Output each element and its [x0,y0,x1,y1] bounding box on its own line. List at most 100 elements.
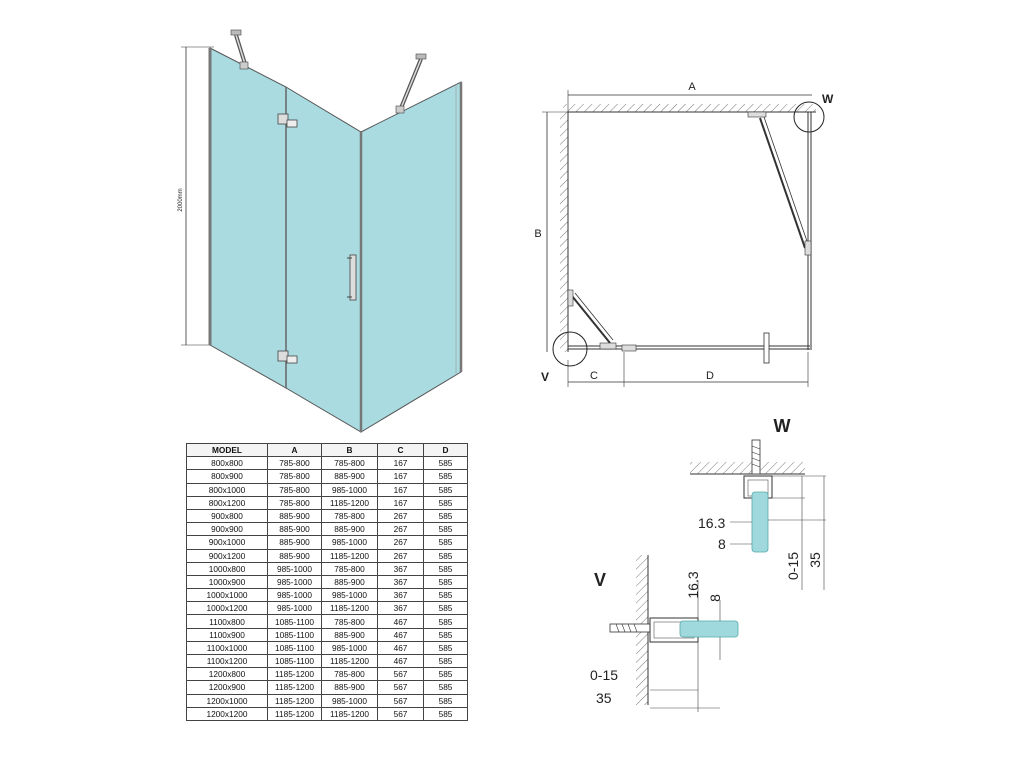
table-cell: 585 [423,640,468,656]
table-cell: 585 [423,456,468,471]
table-cell: 167 [377,495,424,510]
header-b: B [321,442,378,458]
table-cell: 467 [377,614,424,629]
table-cell: 585 [423,482,468,497]
table-cell: 1000x800 [186,561,268,576]
table-cell: 1000x1000 [186,588,268,603]
table-cell: 367 [377,574,424,590]
plan-label-w: W [822,92,834,106]
table-cell: 800x1000 [186,482,268,497]
detail-v-dim-0-15: 0-15 [590,667,618,683]
table-cell: 785-800 [321,561,378,576]
table-cell: 985-1000 [321,588,378,603]
table-cell: 1200x800 [186,667,268,682]
stabiliser-bar-left [230,29,249,70]
table-cell: 585 [423,680,468,695]
table-cell: 785-800 [321,508,378,524]
table-cell: 1185-1200 [321,548,378,563]
table-cell: 1200x900 [186,680,268,695]
table-cell: 1100x1000 [186,640,268,656]
plan-label-b: B [534,228,541,240]
fixed-glass-panel [209,47,287,389]
table-cell: 585 [423,588,468,603]
detail-v-dim-8: 8 [707,594,723,602]
detail-w-title: W [774,416,791,436]
table-cell: 167 [377,469,424,484]
table-cell: 985-1000 [267,574,322,590]
detail-v: V 16.3 8 0-15 35 [590,555,739,712]
hinge-bottom [277,350,298,364]
table-cell: 800x900 [186,469,268,484]
header-d: D [423,442,468,458]
table-cell: 1100x1200 [186,653,268,669]
table-cell: 985-1000 [321,482,378,497]
table-cell: 900x900 [186,522,268,537]
table-cell: 1185-1200 [267,693,322,708]
table-cell: 885-900 [267,548,322,563]
table-cell: 367 [377,561,424,576]
detail-w-dim-0-15: 0-15 [785,552,801,580]
table-cell: 367 [377,601,424,616]
table-cell: 885-900 [321,522,378,537]
table-cell: 785-800 [267,456,322,471]
table-cell: 1085-1100 [267,614,322,629]
detail-v-dim-35: 35 [596,690,612,706]
table-cell: 585 [423,469,468,484]
table-cell: 785-800 [267,469,322,484]
table-cell: 985-1000 [321,535,378,550]
table-cell: 1185-1200 [321,601,378,616]
table-cell: 1185-1200 [267,680,322,695]
height-dim-label: 2000mm [178,188,184,211]
table-cell: 985-1000 [321,693,378,708]
side-glass-panel [360,81,462,433]
plan-view: A B W V C D [534,81,834,387]
table-cell: 885-900 [321,469,378,484]
table-cell: 267 [377,548,424,563]
table-cell: 900x1000 [186,535,268,550]
table-cell: 985-1000 [267,561,322,576]
detail-v-marker [552,331,588,367]
table-cell: 900x800 [186,508,268,524]
table-cell: 467 [377,653,424,669]
table-cell: 885-900 [321,574,378,590]
header-c: C [377,442,424,458]
perspective-view: 2000mm [178,29,463,433]
table-cell: 467 [377,627,424,642]
table-cell: 567 [377,667,424,682]
table-cell: 585 [423,614,468,629]
table-cell: 585 [423,706,468,721]
table-cell: 985-1000 [267,588,322,603]
table-cell: 1200x1000 [186,693,268,708]
table-cell: 267 [377,508,424,524]
table-cell: 985-1000 [267,601,322,616]
top-wall [563,104,816,112]
stabiliser-bar-right [395,53,427,114]
table-cell: 985-1000 [321,640,378,656]
table-cell: 885-900 [267,535,322,550]
left-wall [560,112,568,352]
table-cell: 785-800 [321,456,378,471]
table-cell: 585 [423,667,468,682]
detail-w-glass [751,491,769,553]
table-cell: 585 [423,548,468,563]
table-cell: 885-900 [321,627,378,642]
table-cell: 1085-1100 [267,640,322,656]
table-cell: 567 [377,680,424,695]
table-cell: 1185-1200 [267,706,322,721]
table-cell: 800x1200 [186,495,268,510]
table-cell: 585 [423,561,468,576]
table-cell: 1185-1200 [321,653,378,669]
